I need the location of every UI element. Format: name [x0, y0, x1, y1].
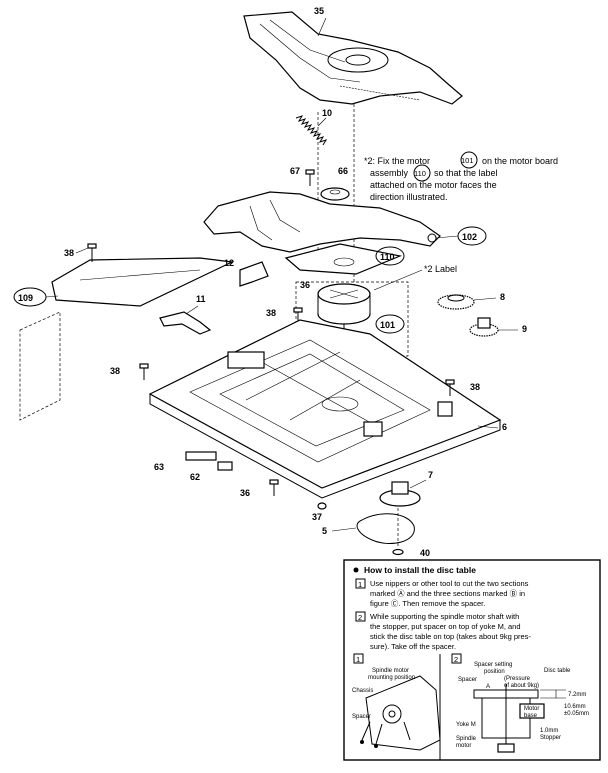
part-5-belt	[356, 513, 415, 544]
part-62-block	[217, 461, 233, 471]
part-35-arm	[243, 11, 463, 105]
part-label-38-b: 38	[266, 308, 276, 318]
svg-text:base: base	[524, 713, 538, 719]
part-label-12: 12	[224, 258, 234, 268]
svg-text:1: 1	[356, 655, 360, 664]
part-label-38-d: 38	[470, 382, 480, 392]
svg-text:Chassis: Chassis	[352, 688, 373, 694]
svg-text:Spindle motor: Spindle motor	[372, 668, 409, 674]
part-109-board	[51, 257, 235, 307]
part-label-38-a: 38	[64, 248, 74, 258]
svg-text:10.6mm: 10.6mm	[564, 704, 586, 710]
part-label-35: 35	[314, 6, 324, 16]
svg-text:Stopper: Stopper	[540, 735, 561, 741]
part-label-63: 63	[154, 462, 164, 472]
svg-text:Spacer setting: Spacer setting	[474, 662, 512, 668]
step2-line4: sure). Take off the spacer.	[370, 642, 456, 651]
part-label-11: 11	[196, 294, 206, 304]
part-11-lever	[159, 311, 212, 335]
part-6-chassis	[148, 319, 502, 499]
screw-38-d	[445, 379, 455, 396]
part-label-40: 40	[420, 548, 430, 558]
part-63-block	[185, 451, 217, 461]
step2-line2: the stopper, put spacer on top of yoke M…	[370, 622, 521, 631]
label-2-callout: *2 Label	[424, 264, 457, 274]
part-label-66: 66	[338, 166, 348, 176]
part-67-screw	[305, 169, 315, 186]
svg-text:A: A	[486, 684, 490, 690]
part-101-motor	[317, 283, 371, 336]
svg-text:Disc table: Disc table	[544, 668, 571, 674]
part-40-washer	[392, 548, 404, 556]
svg-text:Spacer: Spacer	[458, 677, 477, 683]
part-label-5: 5	[322, 526, 327, 536]
svg-text:mounting position: mounting position	[368, 675, 415, 681]
note-2: *2: Fix the motor 101 on the motor board…	[364, 151, 558, 202]
note-line2a: assembly	[370, 168, 409, 178]
part-12-bracket	[239, 261, 269, 287]
svg-text:Spindle: Spindle	[456, 736, 477, 742]
svg-text:Yoke M: Yoke M	[456, 722, 476, 728]
screw-38-a	[87, 243, 97, 262]
part-label-7: 7	[428, 470, 433, 480]
screw-38-c	[139, 363, 149, 380]
part-label-10: 10	[322, 108, 332, 118]
note-circle-101: 101	[461, 156, 474, 165]
svg-text:(Pressure: (Pressure	[504, 676, 531, 682]
part-label-36-a: 36	[300, 280, 310, 290]
screw-37	[317, 502, 327, 510]
step2-line3: stick the disc table on top (takes about…	[370, 632, 531, 641]
step1-line2: marked Ⓐ and the three sections marked Ⓑ…	[370, 589, 525, 598]
part-label-9: 9	[522, 324, 527, 334]
svg-text:*2: Fix the motor: *2: Fix the motor	[364, 156, 430, 166]
part-label-110: 110	[380, 252, 395, 262]
svg-text:2: 2	[358, 613, 362, 622]
svg-text:position: position	[484, 669, 505, 675]
screw-36	[269, 479, 279, 496]
part-label-36-b: 36	[240, 488, 250, 498]
svg-text:Spacer: Spacer	[352, 714, 371, 720]
part-label-38-c: 38	[110, 366, 120, 376]
svg-text:1: 1	[358, 580, 362, 589]
svg-text:of about 9kg): of about 9kg)	[504, 683, 539, 689]
note-circle-110: 110	[414, 169, 426, 178]
part-9-gear	[469, 317, 499, 337]
part-label-109: 109	[18, 293, 33, 303]
svg-text:Motor: Motor	[524, 706, 539, 712]
part-7-pulley	[379, 481, 421, 507]
step1-line3: figure Ⓒ. Then remove the spacer.	[370, 599, 485, 608]
part-label-6: 6	[502, 422, 507, 432]
part-label-37: 37	[312, 512, 322, 522]
part-66-boss	[320, 187, 350, 201]
part-8-gear	[437, 294, 475, 310]
part-110-motor-board	[284, 243, 403, 275]
step2-line1: While supporting the spindle motor shaft…	[370, 612, 519, 621]
note-line4: direction illustrated.	[370, 192, 448, 202]
note-line3: attached on the motor faces the	[370, 180, 497, 190]
svg-text:motor: motor	[456, 743, 471, 749]
note-line2b: so that the label	[434, 168, 498, 178]
svg-text:2: 2	[454, 655, 458, 664]
inset-title: How to install the disc table	[364, 565, 476, 575]
part-label-8: 8	[500, 292, 505, 302]
part-label-62: 62	[190, 472, 200, 482]
part-label-102: 102	[462, 232, 477, 242]
cam-plate	[203, 191, 441, 253]
part-label-101: 101	[380, 320, 395, 330]
svg-text:1.0mm: 1.0mm	[540, 728, 558, 734]
part-10-spring	[295, 115, 328, 146]
note-line1b: on the motor board	[482, 156, 558, 166]
svg-text:±0.05mm: ±0.05mm	[564, 711, 589, 717]
inset-disc-table: How to install the disc table 1 Use nipp…	[343, 559, 601, 761]
svg-text:7.2mm: 7.2mm	[568, 692, 586, 698]
part-label-67: 67	[290, 166, 300, 176]
step1-line1: Use nippers or other tool to cut the two…	[370, 579, 529, 588]
